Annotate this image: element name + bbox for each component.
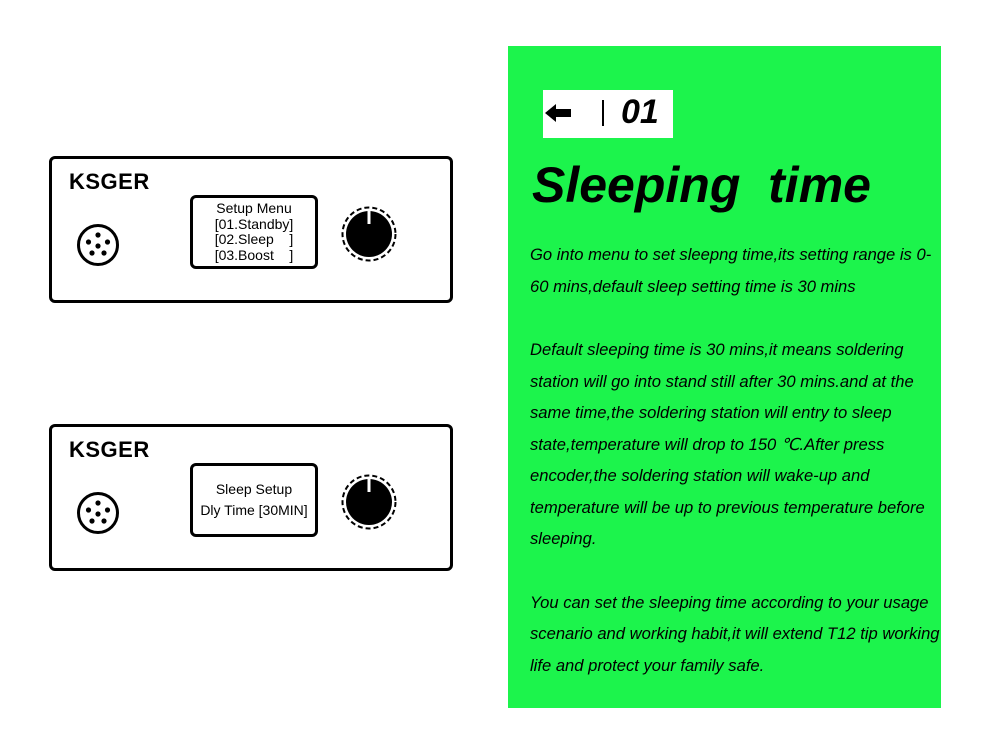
description: Go into menu to set sleepng time,its set… — [530, 239, 942, 681]
badge-divider — [602, 100, 604, 126]
lcd-line: [03.Boost ] — [214, 246, 294, 263]
encoder-knob-icon — [341, 474, 397, 530]
paragraph: You can set the sleeping time according … — [530, 592, 940, 675]
lcd-line: [01.Standby] — [214, 215, 294, 232]
lcd-line: [02.Sleep ] — [214, 231, 294, 247]
brand-logo: KSGER — [69, 437, 150, 462]
lcd-line: Setup Menu — [216, 200, 292, 216]
page-title: Sleeping time — [532, 157, 871, 213]
lcd-line: Dly Time [30MIN] — [200, 502, 308, 518]
paragraph: Default sleeping time is 30 mins,it mean… — [530, 340, 925, 548]
step-badge: 01 — [543, 90, 673, 138]
lcd-screen: Setup Menu [01.Standby] [02.Sleep ] [03.… — [190, 195, 318, 269]
connector-socket-icon — [77, 224, 119, 266]
back-arrow-icon — [545, 104, 571, 122]
soldering-station-panel-setup-menu: KSGER Setup Menu [01.Standby] [02.Sleep … — [49, 156, 453, 303]
lcd-line: Sleep Setup — [215, 481, 293, 497]
paragraph: Go into menu to set sleepng time,its set… — [530, 245, 932, 296]
info-panel: 01 Sleeping time Go into menu to set sle… — [508, 46, 941, 708]
encoder-knob-icon — [341, 206, 397, 262]
connector-socket-icon — [77, 492, 119, 534]
lcd-screen: Sleep Setup Dly Time [30MIN] — [190, 463, 318, 537]
step-number: 01 — [621, 93, 659, 131]
brand-logo: KSGER — [69, 169, 150, 194]
soldering-station-panel-sleep-setup: KSGER Sleep Setup Dly Time [30MIN] — [49, 424, 453, 571]
